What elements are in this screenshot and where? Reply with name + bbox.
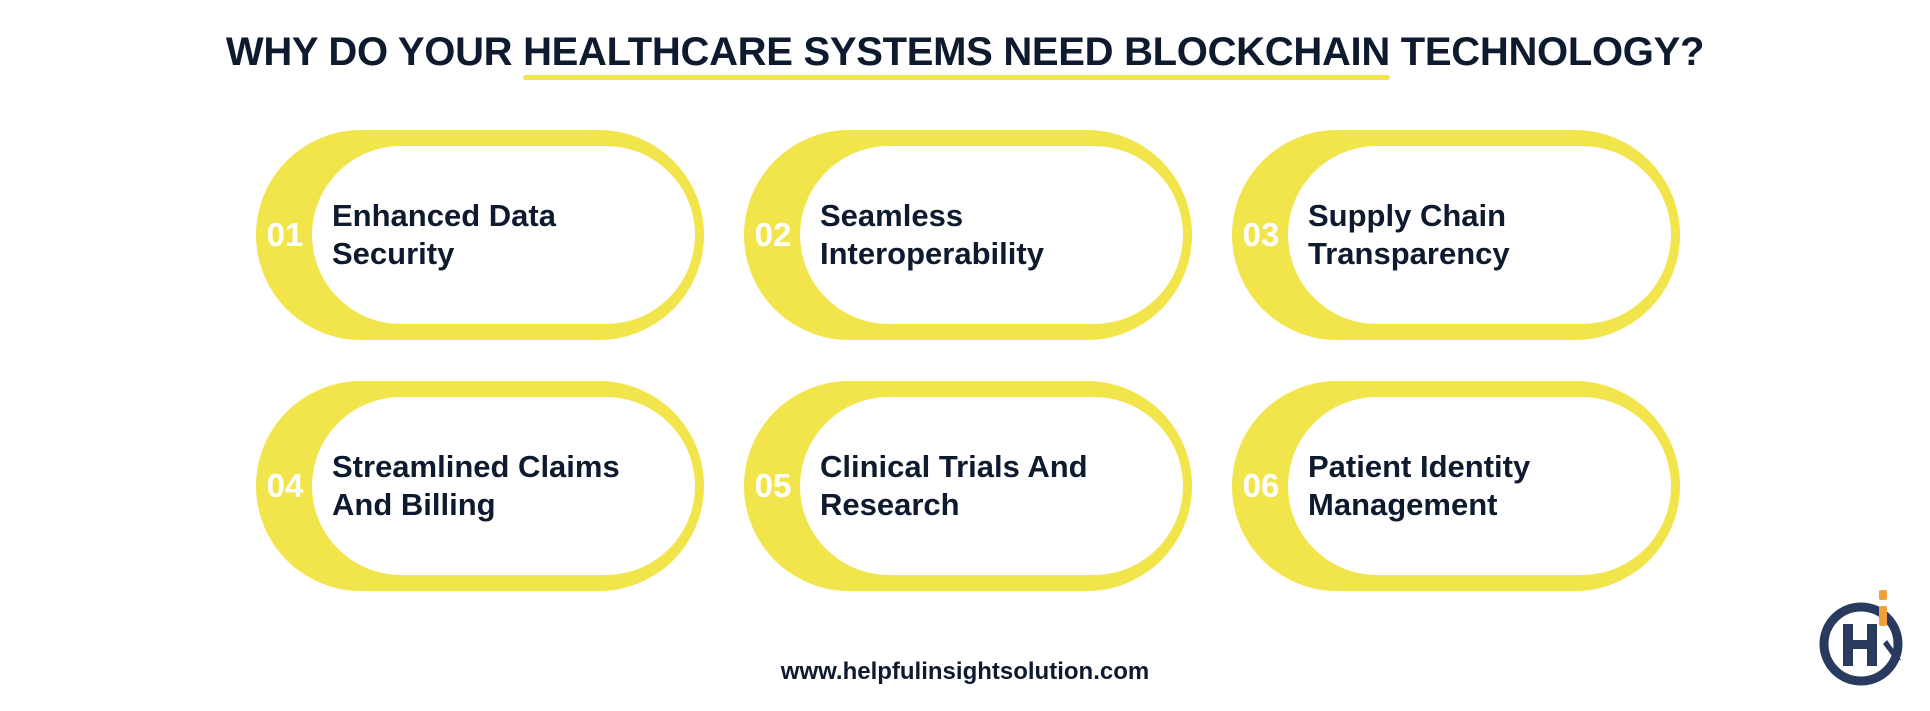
title-prefix: WHY DO YOUR <box>225 30 524 74</box>
card-label: Enhanced Data Security <box>332 198 556 271</box>
card-body: Enhanced Data Security <box>312 146 695 324</box>
card-body: Seamless Interoperability <box>800 146 1183 324</box>
card-number: 05 <box>754 467 792 504</box>
card-label: Seamless Interoperability <box>820 198 1044 271</box>
card-label: Streamlined Claims And Billing <box>332 449 620 522</box>
logo-graphic <box>1819 590 1903 686</box>
benefit-card-05: 05 Clinical Trials And Research <box>744 381 1192 591</box>
card-body: Patient Identity Management <box>1288 397 1671 575</box>
benefit-card-01: 01 Enhanced Data Security <box>256 130 704 340</box>
title-highlight: HEALTHCARE SYSTEMS NEED BLOCKCHAIN <box>523 30 1390 80</box>
benefit-card-04: 04 Streamlined Claims And Billing <box>256 381 704 591</box>
card-number: 01 <box>266 216 304 253</box>
benefit-card-03: 03 Supply Chain Transparency <box>1232 130 1680 340</box>
card-number: 06 <box>1242 467 1280 504</box>
card-number: 04 <box>266 467 304 504</box>
page-title: WHY DO YOUR HEALTHCARE SYSTEMS NEED BLOC… <box>0 30 1930 80</box>
title-suffix: TECHNOLOGY? <box>1389 30 1705 74</box>
card-body: Clinical Trials And Research <box>800 397 1183 575</box>
card-body: Streamlined Claims And Billing <box>312 397 695 575</box>
card-label: Patient Identity Management <box>1308 449 1531 522</box>
card-label: Supply Chain Transparency <box>1308 198 1510 271</box>
benefit-card-06: 06 Patient Identity Management <box>1232 381 1680 591</box>
card-body: Supply Chain Transparency <box>1288 146 1671 324</box>
card-number: 03 <box>1242 216 1280 253</box>
card-number: 02 <box>754 216 792 253</box>
benefit-card-02: 02 Seamless Interoperability <box>744 130 1192 340</box>
hi-logo-icon <box>1815 588 1915 688</box>
card-label: Clinical Trials And Research <box>820 449 1088 522</box>
website-url: www.helpfulinsightsolution.com <box>780 658 1150 685</box>
